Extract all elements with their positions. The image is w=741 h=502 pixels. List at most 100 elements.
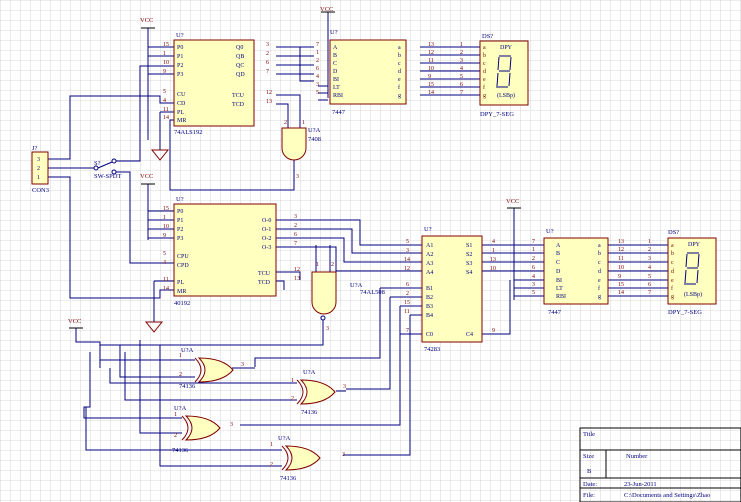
left-pins: P0 P1 P2 P3 CPU CPD PL MR [177,209,189,295]
pin-label: g [398,93,401,99]
chip-ref: U? [176,196,184,203]
pin-label: BI [333,77,339,83]
gate-name: 74136 [179,383,196,390]
pin-label: B4 [426,313,433,319]
right-pins: S1 S2 S3 S4 C4 [466,243,473,338]
segment-label: c [483,61,486,67]
pin-number: 12 [404,266,410,272]
display-name: DPY_7-SEG [480,111,514,118]
pin-number: 11 [618,256,624,262]
connector-pin: 1 [37,175,40,181]
pin-number: 11 [428,58,434,64]
segment-icon [684,252,700,285]
xor-gate-1: U?A 1 2 3 74136 [179,347,244,390]
vcc-symbol-3: VCC [140,173,155,185]
ground-icon [144,321,164,333]
xor-gate-4: U?A 1 2 3 74136 [270,435,345,482]
pin-number: 2 [406,291,409,297]
xor-gate-3: U?A 1 2 3 74136 [172,405,233,454]
pin-label: O-0 [262,218,271,224]
chip-ref: U? [176,32,184,39]
gate-pin-number: 1 [179,353,182,359]
pin-number: 3 [460,58,463,64]
segment-label: b [483,53,486,59]
pin-label: S4 [466,270,472,276]
pin-number: 12 [266,90,272,96]
pin-number: 11 [163,277,169,283]
gate-ref: U?A [303,369,316,376]
size-value: B [587,468,592,475]
title-block: Title Size Number B Date: 23-Jun-2011 Fi… [579,427,741,502]
pin-number: 9 [618,274,621,280]
pin-label: C [333,61,337,67]
pin-number: 9 [492,328,495,334]
pin-number: 9 [428,74,431,80]
pin-label: LT [556,286,563,292]
xor-gate-body [197,357,234,383]
chip-name: 74ALS192 [174,129,203,136]
right-pins: a b c d e f g [598,243,601,300]
pin-number: 1 [492,248,495,254]
right-pin-numbers: 13 12 11 10 9 15 14 [428,42,434,96]
pin-label: O-3 [262,245,271,251]
pin-number: 2 [532,256,535,262]
pin-number: 10 [163,60,169,66]
display-body [667,237,717,305]
size-label: Size [583,453,594,460]
pin-label: P0 [177,209,183,215]
connector-name: CON3 [32,187,49,194]
xor-gate-2: U?A 1 2 3 74136 [291,369,346,416]
pin-label: P1 [177,54,183,60]
chip-name: 7447 [332,109,346,116]
pin-label: A3 [426,261,433,267]
pin-label: O-2 [262,236,271,242]
pin-label: A [333,45,338,51]
pin-number: 3 [316,82,319,88]
pin-label: A2 [426,252,433,258]
display-name: DPY_7-SEG [668,309,702,316]
pin-label: C0 [426,332,433,338]
pin-number: 5 [163,251,166,257]
segment-label: d [483,69,486,75]
gate-name: 7408 [308,136,321,143]
pin-number: 15 [428,82,434,88]
pin-number: 10 [618,265,624,271]
chip-name: 74283 [424,346,440,353]
vcc-label: VCC [140,173,153,180]
gate-pin-number: 2 [291,396,294,402]
left-pin-numbers: 7 1 2 6 4 3 5 [316,42,319,96]
right-pin-numbers: 3 2 6 7 12 13 [266,42,272,105]
pin-number: 7 [316,42,319,48]
pin-label: CPU [177,254,189,260]
pin-number: 5 [316,90,319,96]
pin-number: 4 [163,260,166,266]
pin-number: 6 [460,82,463,88]
pin-number: 2 [266,51,269,57]
date-label: Date: [583,481,597,488]
pin-label: O-1 [262,227,271,233]
segment-label: c [671,260,674,266]
pin-number: 4 [460,66,463,72]
pin-label: QB [236,54,244,60]
display-7seg-top: DS? DPY (LSBp) a b c d e f g 1 2 3 4 5 6… [460,33,529,118]
pin-number: 15 [163,42,169,48]
pin-label: c [398,61,401,67]
right-pins: O-0 O-1 O-2 O-3 TCU TCD [258,218,271,286]
pin-number: 12 [428,50,434,56]
chip-name: 7447 [548,309,562,316]
pin-number: 1 [316,50,319,56]
gate-pin-number: 3 [296,174,299,180]
pin-label: TCD [258,280,271,286]
counter-40192: U? P0 P1 P2 P3 CPU CPD PL MR 15 1 10 9 5… [163,196,300,307]
right-pins: Q0 QB QC QD TCU TCD [232,45,245,108]
vcc-symbol-4: VCC [506,198,521,209]
vcc-symbol-2: VCC [320,6,335,13]
display-7seg-mid: DS? DPY (LSBp) a b c d e f g 1 2 3 4 5 6… [648,229,717,316]
gate-pin-number: 2 [179,372,182,378]
file-label: File: [583,492,595,499]
pin-label: MR [177,118,186,124]
xor-gate-body [299,379,336,405]
pin-number: 4 [492,239,495,245]
left-pins: A1 A2 A3 A4 B1 B2 B3 B4 C0 [426,243,433,338]
segment-label: b [671,251,674,257]
